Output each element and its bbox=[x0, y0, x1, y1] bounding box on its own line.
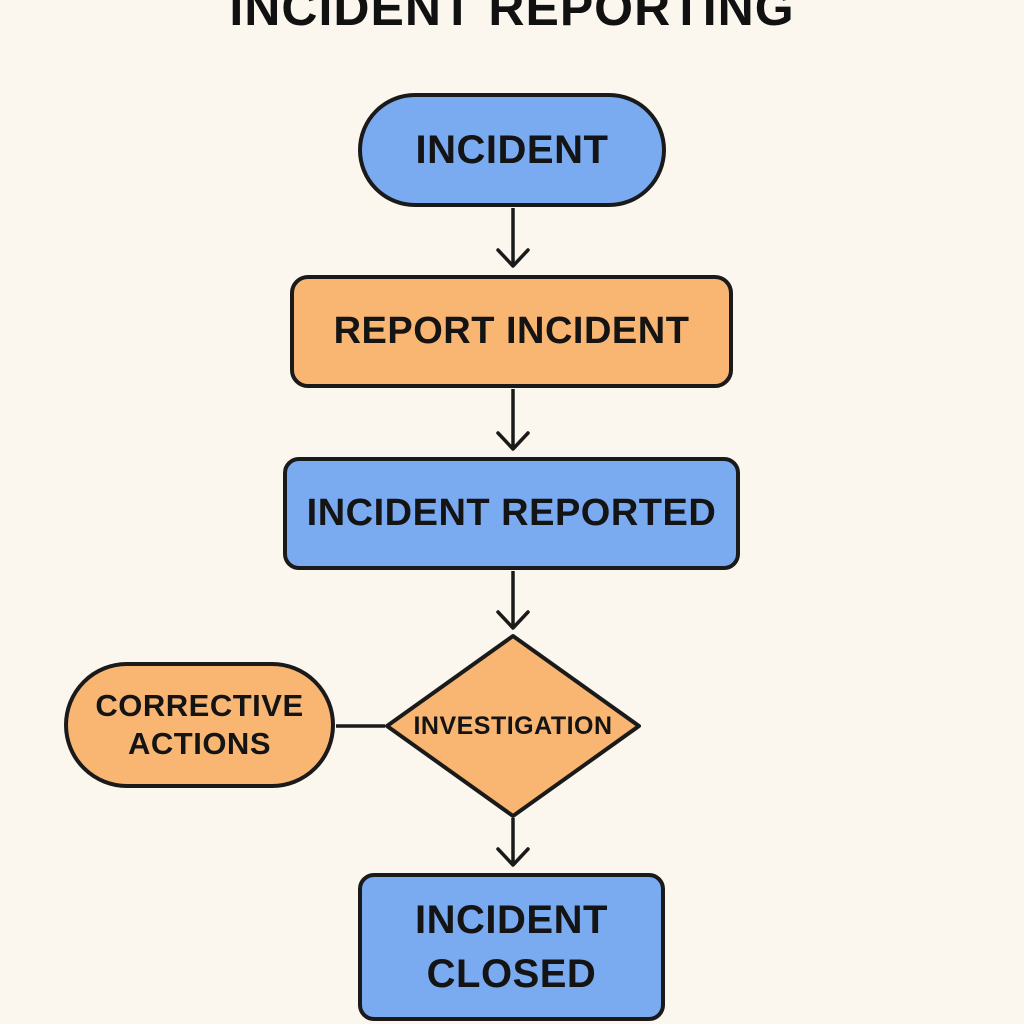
node-incident-closed-line2: CLOSED bbox=[426, 952, 597, 996]
node-report-incident-label: REPORT INCIDENT bbox=[333, 310, 690, 352]
investigation-diamond bbox=[385, 634, 641, 818]
edge-incident-to-report bbox=[496, 208, 530, 268]
node-incident-reported: INCIDENT REPORTED bbox=[283, 457, 740, 570]
edge-report-to-reported bbox=[496, 389, 530, 451]
diagram-title: INCIDENT REPORTING bbox=[229, 0, 795, 36]
node-incident-label: INCIDENT bbox=[415, 127, 609, 172]
edge-investigation-to-closed bbox=[496, 818, 530, 867]
node-report-incident: REPORT INCIDENT bbox=[290, 275, 733, 388]
node-incident: INCIDENT bbox=[358, 93, 666, 207]
edge-reported-to-investigation bbox=[496, 571, 530, 630]
node-investigation-label: INVESTIGATION bbox=[413, 711, 613, 740]
node-incident-reported-label: INCIDENT REPORTED bbox=[306, 492, 717, 534]
node-incident-closed-line1: INCIDENT bbox=[415, 898, 608, 942]
node-corrective-actions-line2: ACTIONS bbox=[128, 726, 271, 761]
node-incident-closed: INCIDENT CLOSED bbox=[358, 873, 665, 1021]
node-corrective-actions-line1: CORRECTIVE bbox=[95, 688, 304, 723]
node-corrective-actions: CORRECTIVE ACTIONS bbox=[64, 662, 335, 788]
